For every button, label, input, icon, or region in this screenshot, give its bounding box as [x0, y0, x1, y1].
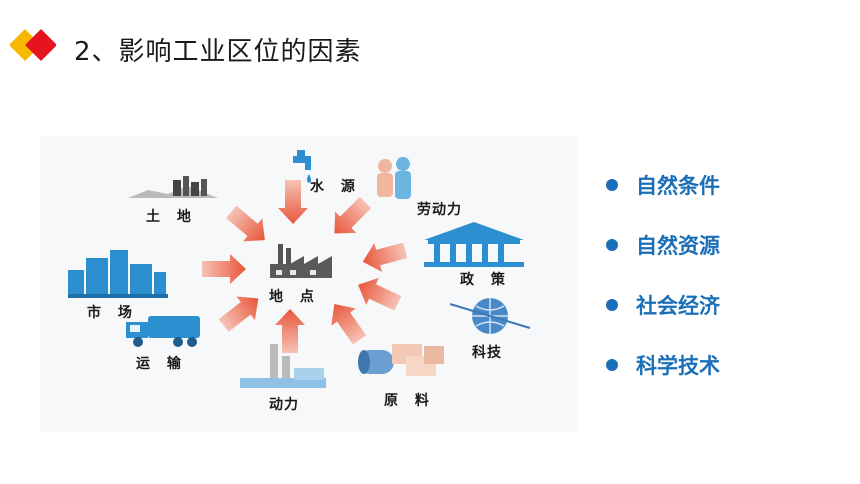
transport-label: 运 输 — [136, 356, 187, 372]
arrow-from-policy — [358, 235, 410, 277]
bullet-dot-icon — [606, 299, 618, 311]
satellite-globe-icon — [449, 298, 531, 334]
page-title: 2、影响工业区位的因素 — [74, 37, 362, 67]
list-item-label: 社会经济 — [636, 294, 720, 318]
raw-materials-icon — [358, 344, 444, 376]
market-label: 市 场 — [87, 305, 138, 321]
raw-materials-label: 原 料 — [384, 393, 435, 409]
policy-label: 政 策 — [460, 272, 511, 288]
water-tap-icon — [293, 150, 311, 183]
government-building-icon — [424, 222, 524, 267]
labor-label: 劳动力 — [417, 202, 462, 218]
bullet-dot-icon — [606, 239, 618, 251]
transport-truck-icon — [126, 316, 200, 347]
labor-people-icon — [377, 157, 411, 199]
arrow-from-labor — [323, 191, 377, 245]
diamond-logo-icon — [10, 29, 56, 61]
arrow-from-raw — [322, 295, 372, 349]
bullet-dot-icon — [606, 179, 618, 191]
list-item: 科学技术 — [606, 350, 720, 380]
power-plant-icon — [240, 344, 326, 388]
arrow-from-tech — [351, 271, 405, 317]
list-item-label: 自然资源 — [636, 234, 720, 258]
factory-icon — [270, 244, 332, 278]
center-location-label: 地 点 — [269, 289, 320, 305]
list-item-label: 科学技术 — [636, 354, 720, 378]
land-skyline-icon — [128, 176, 218, 198]
market-buildings-icon — [68, 250, 168, 298]
list-item: 自然资源 — [606, 230, 720, 260]
list-item: 社会经济 — [606, 290, 720, 320]
arrow-from-transport — [214, 286, 268, 338]
power-label: 动力 — [269, 397, 299, 413]
land-label: 土 地 — [146, 209, 197, 225]
list-item: 自然条件 — [606, 170, 720, 200]
arrow-from-water — [278, 180, 308, 224]
arrow-from-market — [202, 254, 246, 284]
factor-category-list: 自然条件 自然资源 社会经济 科学技术 — [606, 170, 720, 410]
arrow-from-power — [275, 309, 305, 353]
list-item-label: 自然条件 — [636, 174, 720, 198]
arrow-from-land — [221, 200, 275, 252]
industrial-location-diagram: 地 点 水 源 劳动力 土 地 政 策 市 场 科技 运 输 动力 原 料 — [40, 136, 578, 432]
bullet-dot-icon — [606, 359, 618, 371]
water-label: 水 源 — [310, 179, 361, 195]
tech-label: 科技 — [472, 345, 502, 361]
